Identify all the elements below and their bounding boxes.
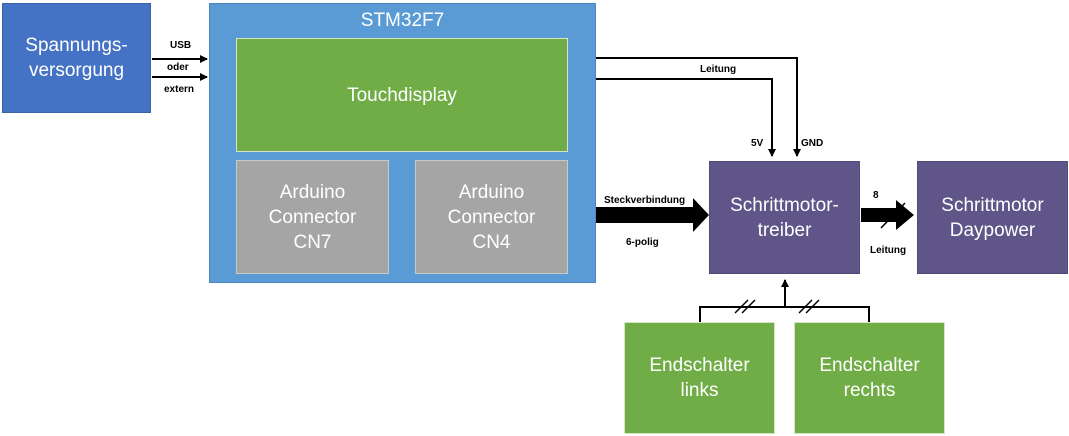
slash-left-2 [741, 299, 756, 314]
v5-line [596, 78, 776, 157]
bus-slash [880, 202, 906, 229]
plug-connection-arrow [566, 198, 709, 232]
slash-right-1 [798, 299, 813, 314]
switch-line-left [699, 306, 785, 322]
slash-right-2 [805, 299, 820, 314]
label-6-polig: 6-polig [626, 237, 659, 248]
label-5v: 5V [751, 138, 764, 149]
motor-driver-block: Schrittmotor- treiber [709, 161, 860, 274]
stepper-motor-block: Schrittmotor Daypower [917, 161, 1068, 274]
label-leitung-top: Leitung [700, 64, 737, 75]
gnd-line [596, 57, 801, 157]
label-bus-width: 8 [873, 190, 879, 201]
limit-switch-right-block: Endschalter rechts [794, 322, 945, 434]
label-gnd: GND [801, 138, 824, 149]
label-leitung-motor: Leitung [870, 245, 907, 256]
connector-cn4-block: Arduino Connector CN4 [415, 160, 568, 274]
power-supply-block: Spannungs- versorgung [2, 3, 151, 113]
limit-switch-left-block: Endschalter links [624, 322, 775, 434]
slash-left-1 [734, 299, 749, 314]
touchdisplay-block: Touchdisplay [236, 38, 568, 152]
label-extern: extern [164, 84, 195, 95]
label-usb: USB [170, 40, 192, 51]
label-steckverbindung: Steckverbindung [604, 195, 686, 206]
label-oder: oder [167, 62, 189, 73]
switch-line-right [785, 306, 870, 322]
connector-cn7-block: Arduino Connector CN7 [236, 160, 389, 274]
motor-bus-arrow [861, 200, 914, 230]
